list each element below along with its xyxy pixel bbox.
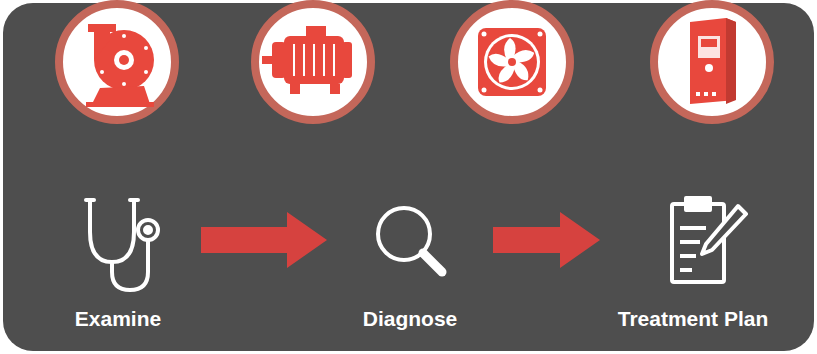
drive-icon xyxy=(654,4,770,120)
step-node: Diagnose xyxy=(335,192,485,338)
stethoscope-icon xyxy=(86,200,158,290)
flow-arrow xyxy=(201,212,327,268)
step-node: Examine xyxy=(43,192,193,338)
magnifier-icon xyxy=(378,208,442,272)
clipboard-icon xyxy=(672,198,746,282)
flow-arrow xyxy=(493,212,600,268)
step-label: Treatment Plan xyxy=(614,306,773,338)
step-node: Treatment Plan xyxy=(608,192,778,338)
fan-icon xyxy=(454,4,570,120)
pump-icon xyxy=(59,4,175,120)
step-label: Examine xyxy=(71,306,165,338)
motor-icon xyxy=(255,4,371,120)
step-label: Diagnose xyxy=(359,306,462,338)
panel xyxy=(3,3,814,351)
